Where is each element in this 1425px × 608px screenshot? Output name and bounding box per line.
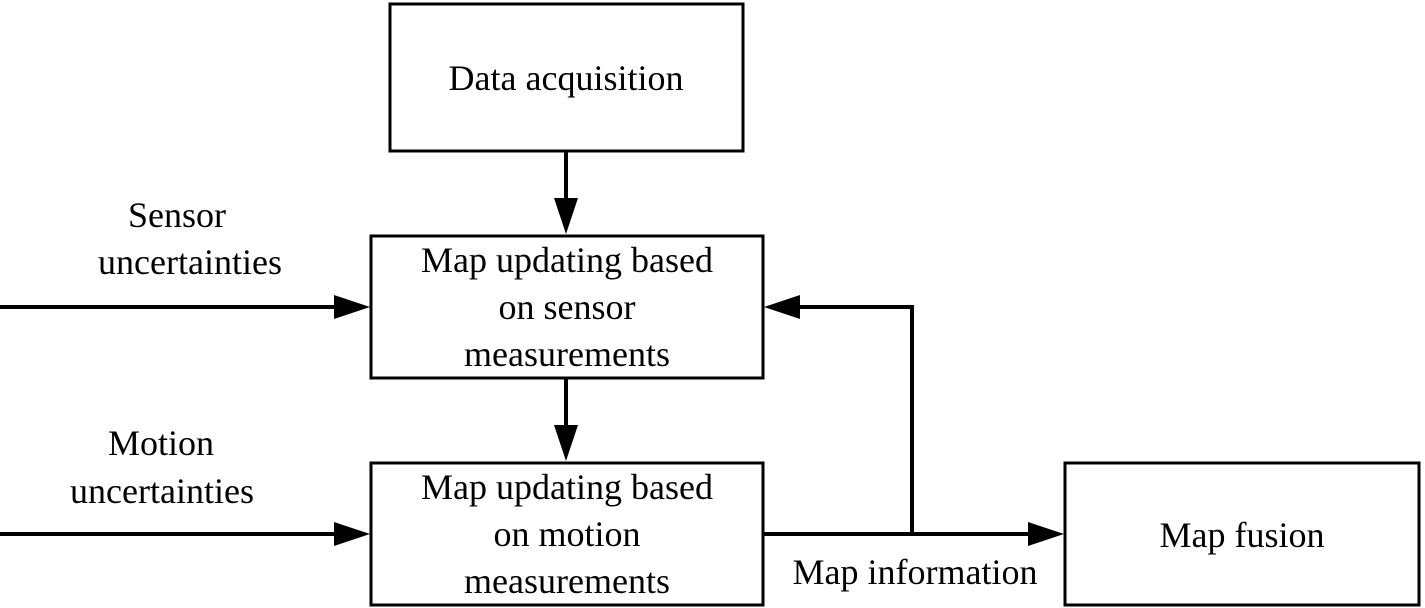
arrow-motion-update-to-map-fusion xyxy=(763,522,1064,546)
label-motion-uncertainties: Motion uncertainties xyxy=(70,423,254,511)
node-map-fusion-label: Map fusion xyxy=(1160,515,1325,555)
node-map-fusion: Map fusion xyxy=(1063,461,1421,607)
label-motion-uncertainties-line-2: uncertainties xyxy=(70,471,254,511)
label-sensor-uncertainties: Sensor uncertainties xyxy=(98,195,282,282)
node-map-update-motion-line-2: on motion xyxy=(493,514,640,554)
node-map-update-sensor-line-3: measurements xyxy=(464,334,670,374)
label-sensor-uncertainties-line-2: uncertainties xyxy=(98,242,282,282)
arrow-feedback-to-sensor-update xyxy=(764,295,914,534)
node-data-acquisition-label: Data acquisition xyxy=(449,58,684,98)
node-map-update-motion: Map updating based on motion measurement… xyxy=(369,461,765,607)
node-map-update-sensor-line-1: Map updating based xyxy=(421,240,713,280)
node-map-update-sensor: Map updating based on sensor measurement… xyxy=(369,234,765,380)
node-data-acquisition: Data acquisition xyxy=(388,2,745,153)
node-map-update-sensor-line-2: on sensor xyxy=(499,287,636,327)
node-map-update-motion-line-1: Map updating based xyxy=(421,467,713,507)
label-motion-uncertainties-line-1: Motion xyxy=(108,423,214,463)
node-map-update-motion-line-3: measurements xyxy=(464,561,670,601)
arrow-motion-uncertainties-input xyxy=(0,522,370,546)
label-sensor-uncertainties-line-1: Sensor xyxy=(128,195,226,235)
arrow-sensor-uncertainties-input xyxy=(0,295,370,319)
label-map-information: Map information xyxy=(793,552,1038,592)
arrow-acquisition-to-sensor-update xyxy=(554,151,578,234)
arrow-sensor-update-to-motion-update xyxy=(554,378,578,461)
